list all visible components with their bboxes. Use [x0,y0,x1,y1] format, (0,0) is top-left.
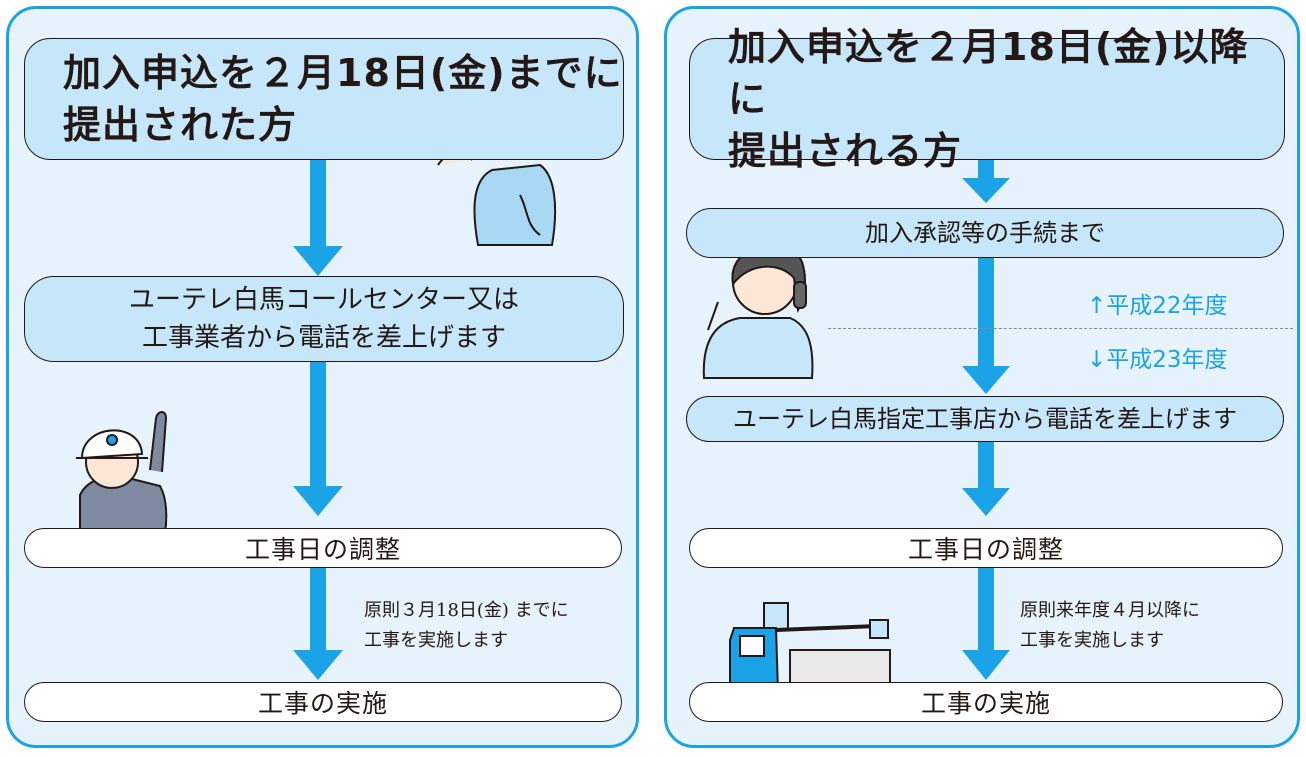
right-contact-box: ユーテレ白馬指定工事店から電話を差上げます [686,396,1284,442]
right-arrow-2 [962,258,1010,394]
right-implementation-box: 工事の実施 [689,682,1283,722]
left-contact-text: ユーテレ白馬コールセンター又は 工事業者から電話を差上げます [128,285,519,353]
fiscal-year-current: ↑平成22年度 [1087,293,1228,319]
left-heading-box: 加入申込を２月18日(金)までに 提出された方 [24,38,624,160]
right-schedule-box: 工事日の調整 [689,528,1283,568]
left-contact-box: ユーテレ白馬コールセンター又は 工事業者から電話を差上げます [24,276,624,362]
right-heading-box: 加入申込を２月18日(金)以降に 提出される方 [689,25,1285,173]
right-arrow-4 [962,568,1010,680]
right-note: 原則来年度４月以降に 工事を実施します [1020,600,1200,651]
right-schedule-text: 工事日の調整 [907,535,1064,564]
fiscal-year-divider [828,328,1293,329]
fiscal-year-next: ↓平成23年度 [1087,347,1228,373]
left-note: 原則３月18日(金) までに 工事を実施します [364,600,569,651]
right-arrow-3 [962,442,1010,516]
left-schedule-box: 工事日の調整 [24,528,622,568]
left-arrow-2 [293,362,343,516]
office-worker-on-phone-illustration [702,243,814,379]
right-contact-text: ユーテレ白馬指定工事店から電話を差上げます [733,405,1237,433]
left-implementation-text: 工事の実施 [257,689,388,718]
right-approval-box: 加入承認等の手続まで [686,208,1284,258]
right-approval-text: 加入承認等の手続まで [865,219,1105,247]
left-arrow-3 [293,568,343,680]
right-heading: 加入申込を２月18日(金)以降に 提出される方 [728,25,1249,173]
right-arrow-1 [962,160,1010,203]
right-implementation-text: 工事の実施 [920,689,1051,718]
left-arrow-1 [293,160,343,276]
left-heading: 加入申込を２月18日(金)までに 提出された方 [63,51,623,147]
left-implementation-box: 工事の実施 [24,682,622,722]
left-schedule-text: 工事日の調整 [244,535,401,564]
